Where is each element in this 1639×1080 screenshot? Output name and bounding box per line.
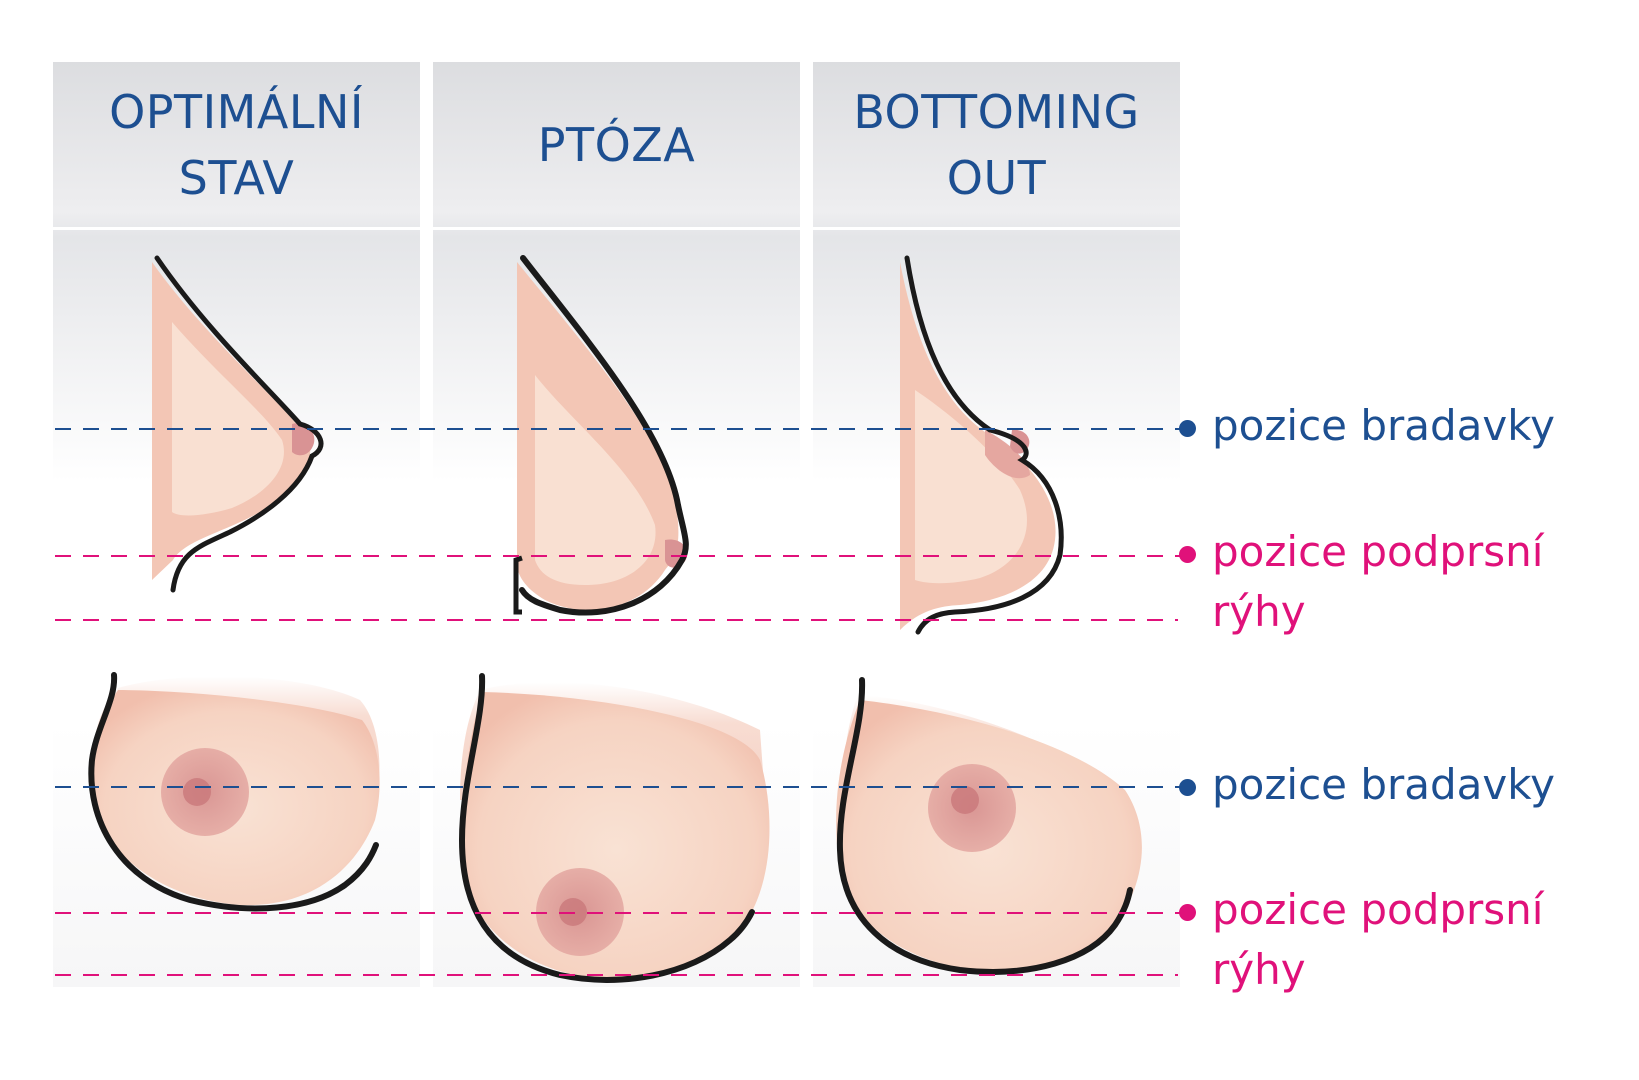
side-ptosis-inner <box>535 375 656 585</box>
header-ptosis-line1: PTÓZA <box>537 117 696 172</box>
header-ptosis: PTÓZA <box>433 62 800 230</box>
header-bottoming-line2: OUT <box>946 150 1047 205</box>
front-ptosis-outline <box>458 673 755 983</box>
front-bottoming-nipple <box>951 786 979 814</box>
side-view-bottoming <box>900 255 1064 635</box>
side-view-optimal <box>152 255 324 593</box>
side-bottoming-outline <box>904 255 1064 635</box>
header-optimal: OPTIMÁLNÍ STAV <box>53 62 420 230</box>
legend-dot-blue <box>1179 420 1196 437</box>
front-view-ptosis <box>458 673 770 983</box>
legend-side-fold-line2: rýhy <box>1212 587 1306 636</box>
header-optimal-line1: OPTIMÁLNÍ <box>109 84 364 139</box>
side-optimal-nipple <box>292 423 315 456</box>
side-bottoming-inner <box>915 390 1027 584</box>
legend-front-fold-line1: pozice podprsní <box>1212 885 1544 934</box>
legend-front-nipple-text: pozice bradavky <box>1212 760 1555 809</box>
front-optimal-outline <box>88 672 379 912</box>
side-optimal-outline <box>154 255 324 593</box>
legend-side-nipple: pozice bradavky <box>1179 396 1555 456</box>
legend-dot-blue <box>1179 779 1196 796</box>
legend-side-fold: pozice podprsní rýhy <box>1179 522 1544 642</box>
header-bottoming-line1: BOTTOMING <box>853 84 1140 139</box>
legend-side-nipple-text: pozice bradavky <box>1212 401 1555 450</box>
side-view-ptosis <box>513 255 689 616</box>
legend-side-fold-line1: pozice podprsní <box>1212 527 1544 576</box>
side-ptosis-fold-mark <box>513 555 523 615</box>
legend-front-fold-line2: rýhy <box>1212 945 1306 994</box>
side-optimal-inner <box>172 322 284 516</box>
legend-dot-pink <box>1179 904 1196 921</box>
legend-front-nipple: pozice bradavky <box>1179 755 1555 815</box>
front-bottoming-outline <box>836 677 1133 975</box>
header-optimal-line2: STAV <box>178 150 295 205</box>
legend-front-fold: pozice podprsní rýhy <box>1179 880 1544 1000</box>
side-ptosis-outline <box>519 255 689 616</box>
front-view-optimal <box>88 672 380 912</box>
front-view-bottoming <box>836 677 1142 975</box>
legend-dot-pink <box>1179 546 1196 563</box>
header-bottoming: BOTTOMING OUT <box>813 62 1180 230</box>
side-bottoming-areola <box>985 430 1030 479</box>
front-optimal-nipple <box>183 778 211 806</box>
